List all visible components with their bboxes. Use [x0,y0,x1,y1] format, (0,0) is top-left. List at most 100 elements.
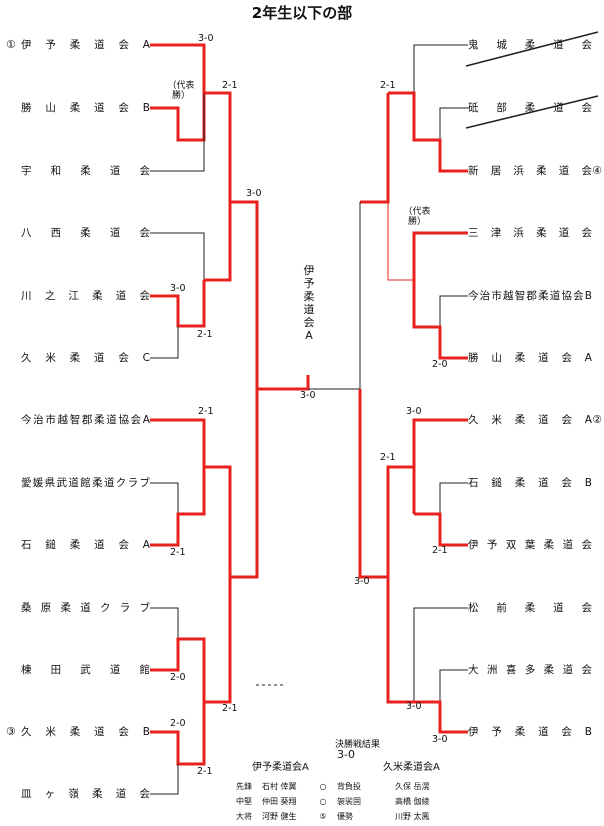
seed-mark: ① [6,38,16,51]
winner-path [204,91,232,202]
note-left-rep: （代表勝） [167,81,195,101]
team-name: 桑原柔道クラブ [21,602,150,614]
right-team-row: 勝山柔道会A [468,351,602,365]
score-r6: 3-0 [354,576,370,587]
champion-char: 道 [303,303,315,316]
team-name: 石鎚柔道会A [21,539,150,551]
winner-path [230,389,259,579]
left-team-row: 八西柔道会 [6,226,150,240]
winner-path [230,200,259,389]
team-name: 今治市越智郡柔道協会A [21,414,150,426]
team-name: 砥部柔道会 [468,102,592,114]
winner-path [204,465,232,577]
score-r4: 2-1 [380,452,396,463]
team-name: 宇和柔道会 [21,165,150,177]
page-title: 2年生以下の部 [251,4,353,22]
winner-path [150,43,206,93]
bracket-path [439,669,468,702]
winner-path [150,467,206,547]
final-result-score: 3-0 [337,748,355,761]
bracket-path [439,295,468,327]
team-name: 勝山柔道会A [468,352,592,364]
left-team-row: 久米柔道会C [6,351,150,365]
score-l5: 2-1 [197,329,213,340]
bout-position: 先鋒 [236,782,252,791]
score-r8: 3-0 [432,734,448,745]
champion-label: 伊 予 柔 道 会 A [301,264,317,342]
score-r5: 2-1 [432,545,448,556]
score-l1: 3-0 [198,33,214,44]
score-l10: 2-1 [222,703,238,714]
bout-technique: 背負投 [337,782,361,791]
right-team-row: 伊予双葉柔道会 [468,538,602,552]
right-team-row: 砥部柔道会 [468,101,602,115]
right-team-row: 石鎚柔道会B [468,476,602,490]
score-l3: 3-0 [246,188,262,199]
team-name: 今治市越智郡柔道協会B [468,290,592,302]
champion-char: A [305,329,313,342]
bracket-path [150,232,205,280]
bout-mark: ⑤ [319,812,327,821]
winner-path [387,202,414,281]
team-name: 八西柔道会 [21,227,150,239]
winner-path [150,637,206,702]
team-name: 伊予双葉柔道会 [468,539,592,551]
bout-player-a: 石村 倖翼 [262,782,297,791]
team-name: 鬼城柔道会 [468,39,592,51]
winner-path [386,577,414,704]
left-team-row: 宇和柔道会 [6,164,150,178]
bout-position: 中堅 [236,797,252,806]
team-name: 久米柔道会B [21,726,150,738]
score-final: 3-0 [300,390,316,401]
champion-char: 会 [303,316,315,329]
champion-char: 柔 [303,290,315,303]
score-r1: 2-1 [380,80,396,91]
champion-char: 予 [303,277,315,290]
bracket-path [150,93,205,172]
left-team-row: ① 伊予柔道会A [6,38,150,52]
bracket-path [465,95,599,129]
score-l7: 2-1 [170,547,186,558]
bracket-path [439,107,468,140]
seed-mark: ③ [6,725,16,738]
bracket-path [413,44,468,140]
bout-player-a: 河野 健生 [262,812,297,821]
right-team-row: 鬼城柔道会 [468,38,602,52]
right-team-row: 松前柔道会 [468,601,602,615]
team-name: 伊予柔道会B [468,726,592,738]
winner-path [150,702,206,766]
right-team-row: 今治市越智郡柔道協会B [468,289,602,303]
bracket-path [150,764,179,795]
team-name: 大洲喜多柔道会 [468,664,592,676]
score-r2: 2-0 [432,359,448,370]
left-team-row: 勝山柔道会B [6,101,150,115]
team-name: 三津浜柔道会 [468,227,592,239]
bracket-path [150,607,179,639]
bracket-path [150,482,179,514]
bracket-path [439,482,468,514]
winner-path [412,231,468,280]
score-r7: 3-0 [406,701,422,712]
team-name: 伊予柔道会A [21,39,150,51]
bout-mark: ○ [319,782,327,791]
seed-mark: ② [592,413,602,426]
winner-path [257,375,310,391]
winner-path [388,91,468,173]
bout-position: 大将 [236,812,252,821]
winner-path [150,418,206,467]
right-team-row: 三津浜柔道会 [468,226,602,240]
winner-path [386,465,414,577]
winner-path [358,389,388,579]
left-team-row: 川之江柔道会 [6,289,150,303]
team-name: 棟田武道館 [21,664,150,676]
team-name: 久米柔道会C [21,352,150,364]
bracket-path [413,607,468,702]
left-team-row: 石鎚柔道会A [6,538,150,552]
bout-player-b: 高橋 伽綾 [395,797,430,806]
champion-char: 伊 [303,264,315,277]
final-team-a: 伊予柔道会A [252,762,309,773]
score-r3: 3-0 [406,406,422,417]
score-l8: 2-0 [170,672,186,683]
